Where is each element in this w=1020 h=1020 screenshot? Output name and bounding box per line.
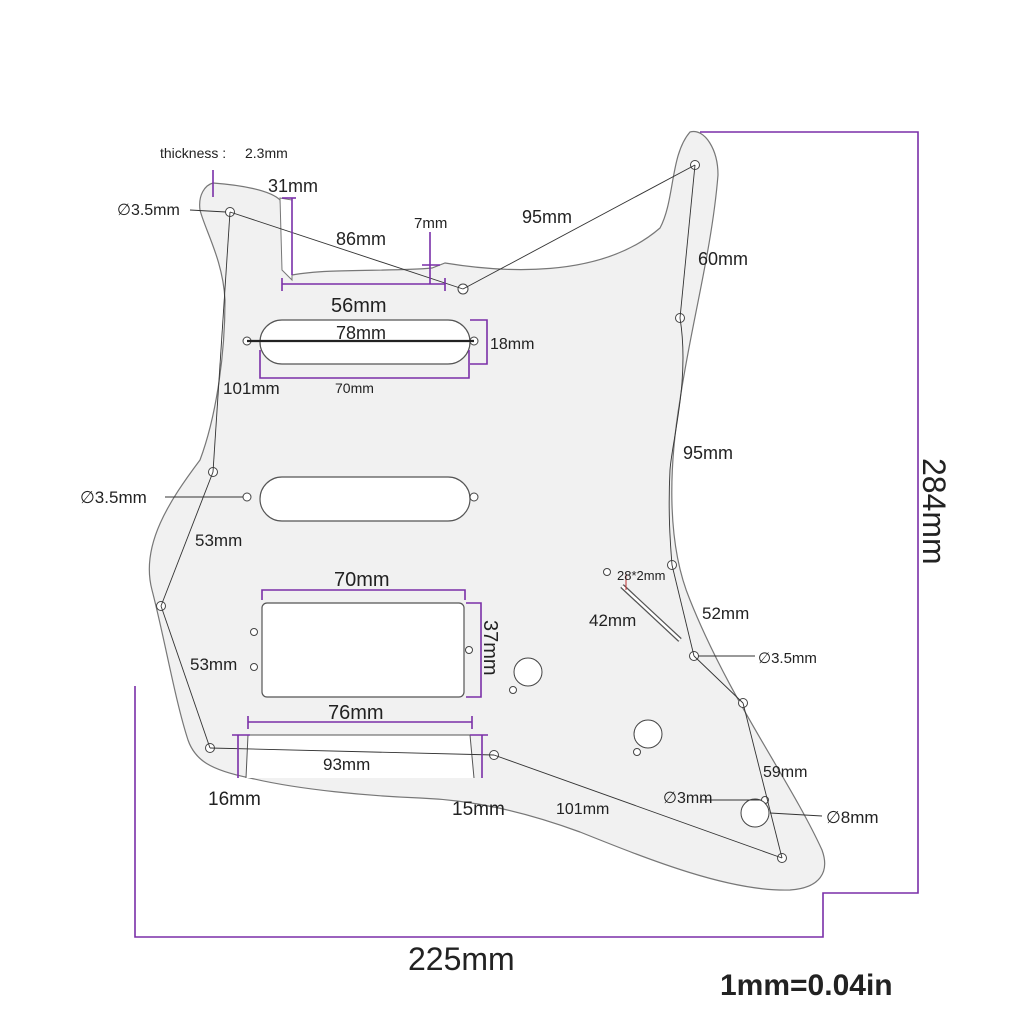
diameter-top-left-label: ∅3.5mm xyxy=(117,202,180,219)
diameter-right-mid-label: ∅3.5mm xyxy=(758,650,817,667)
dim-18mm: 18mm xyxy=(490,336,534,353)
dim-56mm: 56mm xyxy=(331,295,387,317)
dim-53mm-upper: 53mm xyxy=(195,531,242,550)
dim-101mm-bottom: 101mm xyxy=(556,801,609,818)
switch-slot xyxy=(620,574,682,642)
dim-93mm: 93mm xyxy=(323,755,370,774)
dim-86mm: 86mm xyxy=(336,229,386,249)
dim-15mm: 15mm xyxy=(452,799,505,820)
bottom-notch xyxy=(245,734,475,779)
thickness-label: thickness : xyxy=(160,145,226,161)
diameter-8mm-label: ∅8mm xyxy=(826,808,879,827)
diameter-3mm-label: ∅3mm xyxy=(663,790,713,807)
dim-60mm: 60mm xyxy=(698,249,748,269)
top-notch xyxy=(279,197,293,282)
dim-76mm: 76mm xyxy=(328,702,384,724)
dim-16mm: 16mm xyxy=(208,789,261,810)
total-height-label: 284mm xyxy=(916,458,952,565)
dim-7mm: 7mm xyxy=(414,215,447,232)
measurement-lines xyxy=(160,164,783,859)
dim-59mm: 59mm xyxy=(763,764,807,781)
humbucker-cutout xyxy=(261,602,465,698)
dim-52mm: 52mm xyxy=(702,604,749,623)
dim-95mm-right: 95mm xyxy=(683,443,733,463)
dim-53mm-lower: 53mm xyxy=(190,655,237,674)
middle-pickup-cutout xyxy=(259,476,471,522)
dim-78mm: 78mm xyxy=(336,323,386,343)
dim-70mm-neck: 70mm xyxy=(335,380,374,396)
screw-holes xyxy=(156,160,787,863)
dim-101mm-top: 101mm xyxy=(223,379,280,398)
dim-70mm-humbucker: 70mm xyxy=(334,569,390,591)
dim-37mm: 37mm xyxy=(479,620,501,676)
dimension-lines xyxy=(134,131,919,938)
diameter-mid-left-label: ∅3.5mm xyxy=(80,488,147,507)
thickness-value: 2.3mm xyxy=(245,145,288,161)
conversion-note: 1mm=0.04in xyxy=(720,969,893,1002)
dim-95mm-top: 95mm xyxy=(522,207,572,227)
switch-slot-label: 28*2mm xyxy=(617,568,665,583)
total-width-label: 225mm xyxy=(408,941,515,977)
dim-31mm: 31mm xyxy=(268,176,318,196)
leader-lines xyxy=(165,209,823,817)
dim-42mm: 42mm xyxy=(589,611,636,630)
